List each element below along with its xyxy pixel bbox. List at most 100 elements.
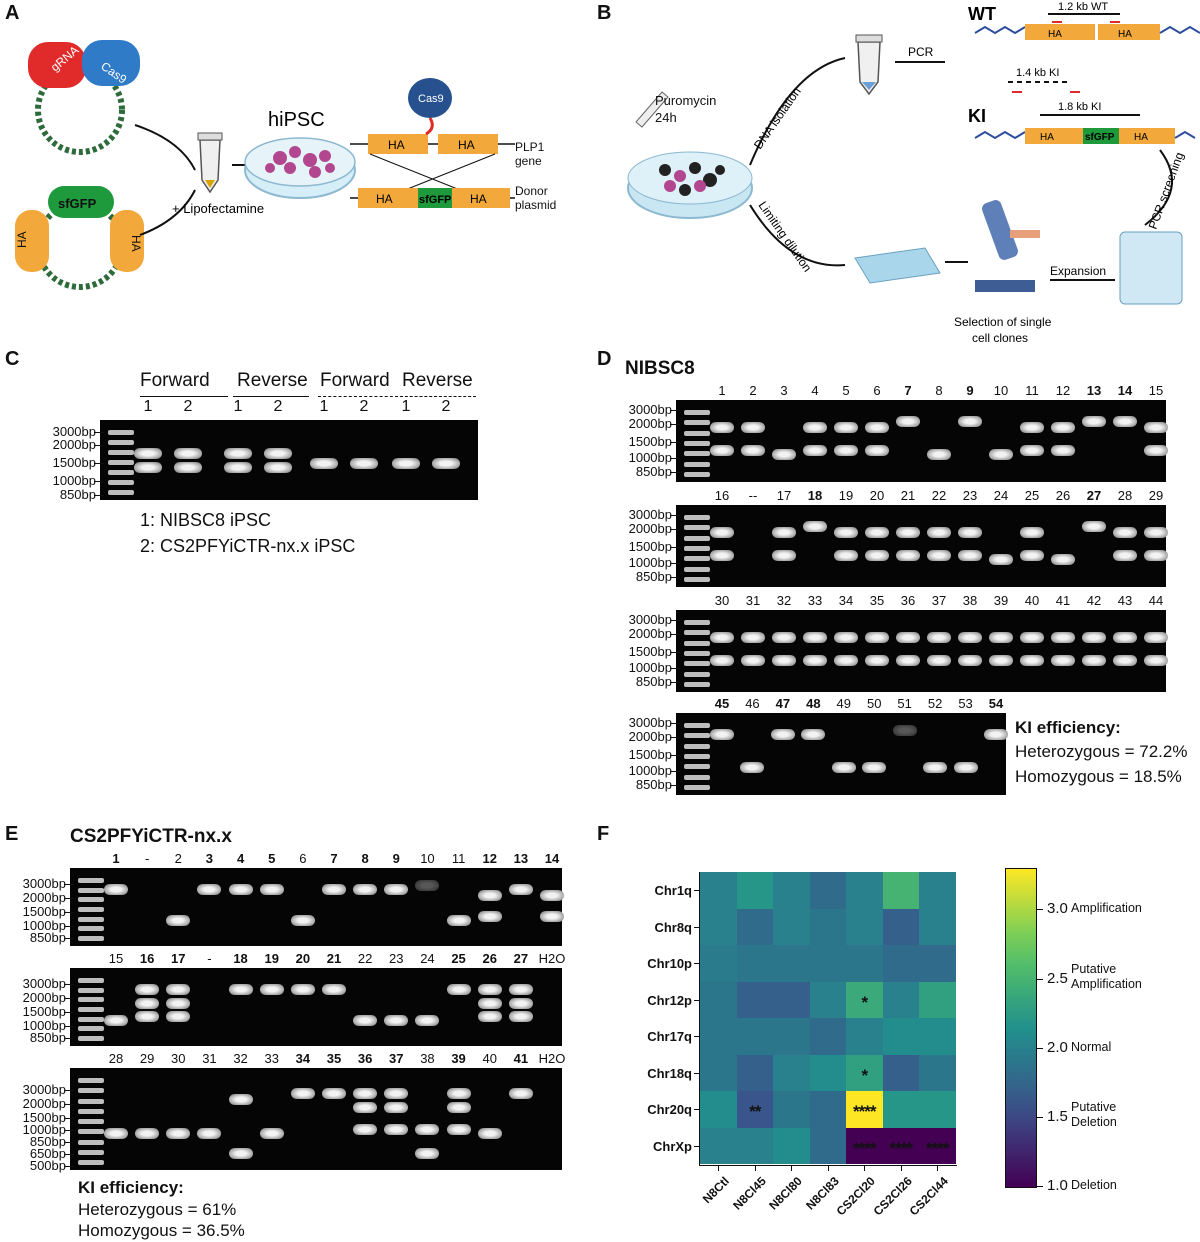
- gel-d-row4-band: [892, 725, 917, 737]
- colorbar-class-label: Normal: [1071, 1039, 1112, 1054]
- gel-d-row1-lane-label: 1: [718, 383, 726, 398]
- gel-e-row2-band: [477, 997, 502, 1009]
- gel-e-row1-lane-label: 4: [236, 851, 245, 866]
- gel-e-row3-band: [322, 1088, 346, 1100]
- gel-c-marker-tick: [94, 463, 104, 464]
- gel-d-row2-band: [1020, 550, 1044, 562]
- gel-c-ladder-band: [108, 490, 134, 495]
- heatmap-cell: [736, 1127, 773, 1164]
- panel-d-label: D: [597, 348, 612, 370]
- gel-d-row1-band: [1144, 422, 1168, 434]
- gel-e-row1-band: [477, 910, 502, 922]
- gel-e-row2-marker-label: 3000bp: [22, 976, 66, 991]
- gel-d-row2-band: [772, 550, 796, 562]
- gel-d-row2-band: [710, 527, 734, 539]
- heatmap-row-tick: [694, 1109, 700, 1111]
- plp1-gene-text: PLP1 gene: [515, 140, 545, 168]
- gel-d-row1-marker-tick: [670, 442, 680, 443]
- gel-d-row2-lane-label: 18: [807, 488, 823, 503]
- gel-d-row2-band: [896, 527, 920, 539]
- gel-d-row2-band: [865, 527, 889, 539]
- gel-e-row1-lane-label: 7: [330, 851, 338, 866]
- heatmap-cell: [773, 1054, 810, 1091]
- gel-e-row2-band: [384, 1014, 409, 1026]
- gel-d-row1-lane-label: 3: [780, 383, 788, 398]
- gel-e-row1-band: [259, 883, 284, 895]
- gel-d-row4-marker-tick: [670, 755, 680, 756]
- gel-e-row1-band: [290, 914, 315, 926]
- gel-d-row2-ladder-band: [684, 566, 710, 572]
- gel-e-row3-marker-tick: [64, 1104, 74, 1105]
- heatmap-cell: [809, 981, 846, 1018]
- gel-d-row1-marker-label: 850bp: [635, 464, 672, 479]
- gel-e-row2-marker-label: 1500bp: [22, 1004, 66, 1019]
- gel-e-row3-lane-label: 30: [171, 1051, 186, 1066]
- gel-e-row3-marker-tick: [64, 1166, 74, 1167]
- gel-d-row3-band: [772, 632, 796, 644]
- gel-e-row3-band: [384, 1124, 409, 1136]
- gel-d-row3-gel: [676, 610, 1168, 692]
- e-ki-het: Heterozygous = 61%: [78, 1200, 237, 1219]
- gel-e-row1-lane-label: 14: [544, 851, 560, 866]
- ki-sfgfp: [1083, 128, 1119, 144]
- gene-ha-right: [438, 134, 498, 154]
- gel-e-row2-lane-label: 26: [482, 951, 497, 966]
- gel-d-row3-marker-label: 1500bp: [628, 644, 672, 659]
- gel-e-row3-marker-label: 1000bp: [22, 1122, 66, 1137]
- gel-c-ladder-band: [108, 470, 134, 475]
- gel-d-row2-ladder-band: [684, 556, 710, 562]
- gel-d-row3-band: [958, 632, 982, 644]
- heatmap-significance-star: ****: [926, 1138, 949, 1158]
- gel-d-row1-band: [834, 445, 858, 457]
- e-title: CS2PFYiCTR-nx.x: [70, 826, 232, 847]
- panel-a-label: A: [5, 2, 20, 24]
- gel-d-row2-band: [1113, 550, 1137, 562]
- pcr-tube-icon: [855, 34, 883, 96]
- gel-e-row1-lane-label: 10: [420, 851, 435, 866]
- heatmap-cell: [846, 1054, 883, 1091]
- gel-e-row2-lane-label: 21: [326, 951, 342, 966]
- gel-e-row3-marker-label: 1500bp: [22, 1110, 66, 1125]
- gel-d-row4-band: [801, 729, 826, 741]
- c-header-forward-2: Forward: [320, 370, 390, 391]
- microscope-icon: [975, 200, 1040, 292]
- gel-d-row1-band: [834, 422, 858, 434]
- gel-e-row3-marker-label: 2000bp: [22, 1096, 66, 1111]
- gel-d-row3-band: [1082, 632, 1106, 644]
- gel-e-row2-band: [477, 1010, 502, 1022]
- gel-e-row1-marker-label: 3000bp: [22, 876, 66, 891]
- gel-e-row3-band: [166, 1128, 191, 1140]
- gel-d-row2-band: [958, 550, 982, 562]
- gel-d-row2-band: [1113, 527, 1137, 539]
- c-lane-label: 2: [273, 398, 283, 415]
- panel-b-diagram: DNA isolation Limiting dilution PCR WT 1…: [627, 1, 1200, 345]
- gel-e-row1-lane-label: 6: [299, 851, 307, 866]
- cell-dish-icon: [627, 151, 753, 219]
- gel-e-row3-ladder-band: [78, 1129, 104, 1135]
- gel-d-row1-marker-label: 1000bp: [628, 450, 672, 465]
- ki-text: KI: [968, 106, 986, 126]
- colorbar-tick: [1037, 1116, 1043, 1118]
- gel-e-row3-band: [477, 1128, 502, 1140]
- heatmap-col-tick: [900, 1165, 902, 1171]
- d-ki-hom: Homozygous = 18.5%: [1015, 767, 1182, 786]
- ha-left-segment: [15, 210, 49, 272]
- heatmap-cell: [919, 872, 956, 909]
- heatmap-cell: [773, 872, 810, 909]
- gel-e-row3-ladder-band: [78, 1139, 104, 1145]
- wt-ha-right-text: HA: [1118, 29, 1132, 40]
- heatmap-cell: [882, 1127, 919, 1164]
- heatmap-cell: [846, 872, 883, 909]
- heatmap-col-tick: [864, 1165, 866, 1171]
- gel-e-row1-ladder-band: [78, 878, 104, 883]
- gel-d-row1-marker-label: 3000bp: [628, 402, 672, 417]
- ha-left-text: HA: [15, 231, 29, 248]
- heatmap-row-tick: [694, 1145, 700, 1147]
- gel-e-row2-lane-label: 25: [451, 951, 466, 966]
- gel-e-row1-band: [508, 883, 533, 895]
- heatmap-row-label: Chr12p: [647, 992, 692, 1008]
- colorbar-tick-label: 2.0: [1047, 1038, 1068, 1056]
- gel-e-row1-marker-tick: [64, 898, 74, 899]
- heatmap-cell: [846, 1127, 883, 1164]
- gel-e-row2-ladder-band: [78, 997, 104, 1003]
